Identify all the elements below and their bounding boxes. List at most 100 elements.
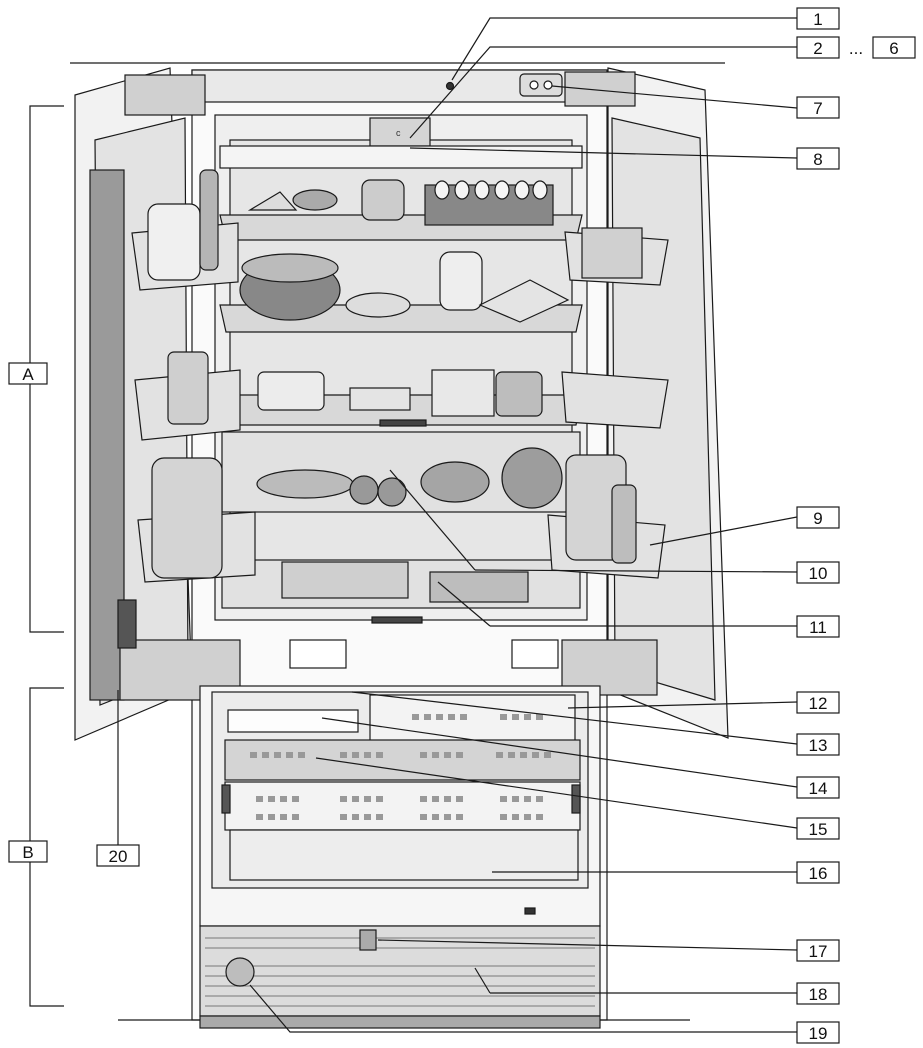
control-panel-mark: c [396,128,401,138]
ventilation-opening [359,929,377,951]
toe-kick-grille [199,925,601,1017]
control-panel [369,117,431,147]
meat-pack [281,561,409,599]
label-10: 10 [809,564,828,583]
cake-top [241,253,339,283]
milk-bottles [167,351,209,425]
basket-perforations [250,714,551,820]
cheese-plate [345,292,411,318]
leader-2 [409,46,797,139]
drawer-handle [371,616,423,624]
leader-14 [321,717,798,788]
label-box-B [8,840,48,863]
label-19: 19 [809,1024,828,1043]
ice-module [519,73,563,97]
apple-1 [349,475,379,505]
freezer-side-latch-left [221,784,231,814]
food-containers [431,369,495,417]
label-box-17 [796,939,840,962]
label-box-10 [796,561,840,584]
milk-jar [147,203,201,281]
label-16: 16 [809,864,828,883]
label-7: 7 [813,99,822,118]
label-box-9 [796,506,840,529]
shelf-3-handle [379,419,427,427]
label-box-12 [796,691,840,714]
label-box-A [8,362,48,385]
label-B: B [22,843,33,862]
label-box-19 [796,1021,840,1044]
base-plinth [199,1015,601,1029]
leader-10b [389,469,476,571]
label-box-8 [796,147,840,170]
grille-slats [205,937,595,1007]
label-box-14 [796,776,840,799]
leader-10 [474,569,798,573]
leader-7 [551,85,798,109]
leader-12 [567,701,798,709]
label-18: 18 [809,985,828,1004]
cheese-wedge [247,191,298,211]
leader-19 [249,984,797,1033]
label-box-6 [872,36,916,59]
lower-basket [224,781,581,831]
label-box-20 [96,844,140,867]
divider-right-block [511,639,559,669]
label-1: 1 [813,10,822,29]
label-box-7 [796,96,840,119]
middle-basket [224,739,581,781]
left-hinge-top [124,74,206,116]
leader-11b [437,581,491,627]
label-14: 14 [809,779,828,798]
right-hinge-top [564,71,636,107]
apple-2 [377,477,407,507]
label-20: 20 [109,847,128,866]
label-box-1 [796,7,840,30]
upper-basket [369,694,576,744]
label-box-15 [796,817,840,840]
freezer-indicator [524,907,536,915]
yogurt-cups [257,371,325,411]
label-15: 15 [809,820,828,839]
label-13: 13 [809,736,828,755]
label-17: 17 [809,942,828,961]
light-strip [219,145,583,169]
ice-module-knob-2 [543,80,553,90]
label-6: 6 [889,39,898,58]
sensor-point [445,81,455,91]
label-9: 9 [813,509,822,528]
food-containers-2 [495,371,543,417]
label-box-2 [796,36,840,59]
label-A: A [22,365,34,384]
leader-15 [315,757,798,829]
bread-loaf [478,279,570,323]
leader-1 [451,17,797,81]
leader-13 [351,691,798,745]
label-2: 2 [813,39,822,58]
divider-left-block [289,639,347,669]
leader-17 [377,939,798,951]
label-box-13 [796,733,840,756]
leeks [256,469,354,499]
label-ellipsis: ... [849,39,863,58]
butter-box [581,227,643,279]
milk-gallon [151,457,223,579]
label-8: 8 [813,150,822,169]
ice-tray [227,709,359,733]
sliced-meat [292,189,338,211]
food-container-1 [349,387,411,411]
leader-8 [409,147,798,159]
label-12: 12 [809,694,828,713]
label-box-18 [796,982,840,1005]
juice-bottle [611,484,637,564]
ice-module-knob-1 [529,80,539,90]
freezer-side-latch-right [571,784,581,814]
door-lock-mechanism [117,599,137,649]
leveling-foot-access [225,957,255,987]
leader-9 [649,516,798,546]
jar [439,251,483,311]
fish-pack [429,571,529,603]
chicken [420,461,490,503]
eggs [434,180,548,200]
